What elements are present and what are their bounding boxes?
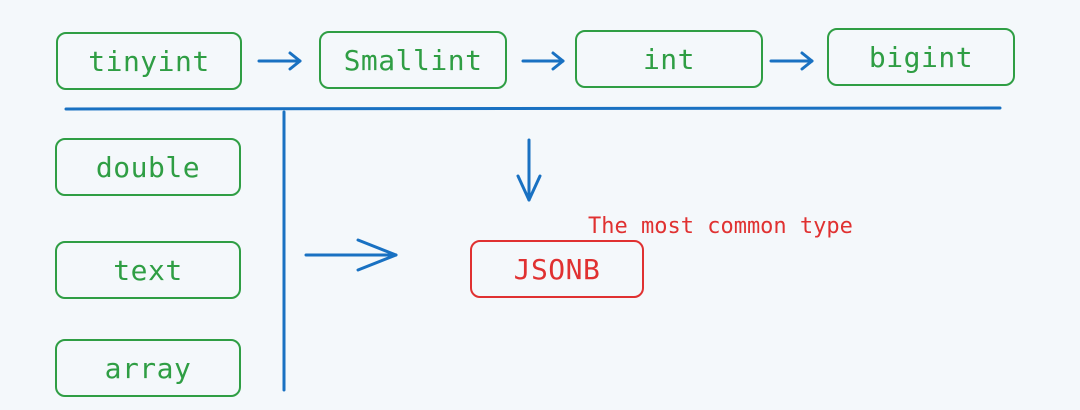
type-box-tinyint: tinyint xyxy=(56,32,242,90)
arrow-right-to-jsonb xyxy=(304,238,398,272)
arrow-int-to-bigint xyxy=(769,51,814,71)
type-box-double: double xyxy=(55,138,241,196)
arrow-down-to-jsonb xyxy=(516,138,542,202)
type-box-bigint: bigint xyxy=(827,28,1015,86)
arrow-smallint-to-int xyxy=(521,51,565,71)
type-box-smallint: Smallint xyxy=(319,31,507,89)
type-box-array: array xyxy=(55,339,241,397)
type-box-text: text xyxy=(55,241,241,299)
target-box-jsonb: JSONB xyxy=(470,240,644,298)
target-note: The most common type xyxy=(588,214,853,239)
type-box-int: int xyxy=(575,30,763,88)
arrow-tinyint-to-smallint xyxy=(257,51,302,71)
horizontal-divider xyxy=(64,106,1002,111)
